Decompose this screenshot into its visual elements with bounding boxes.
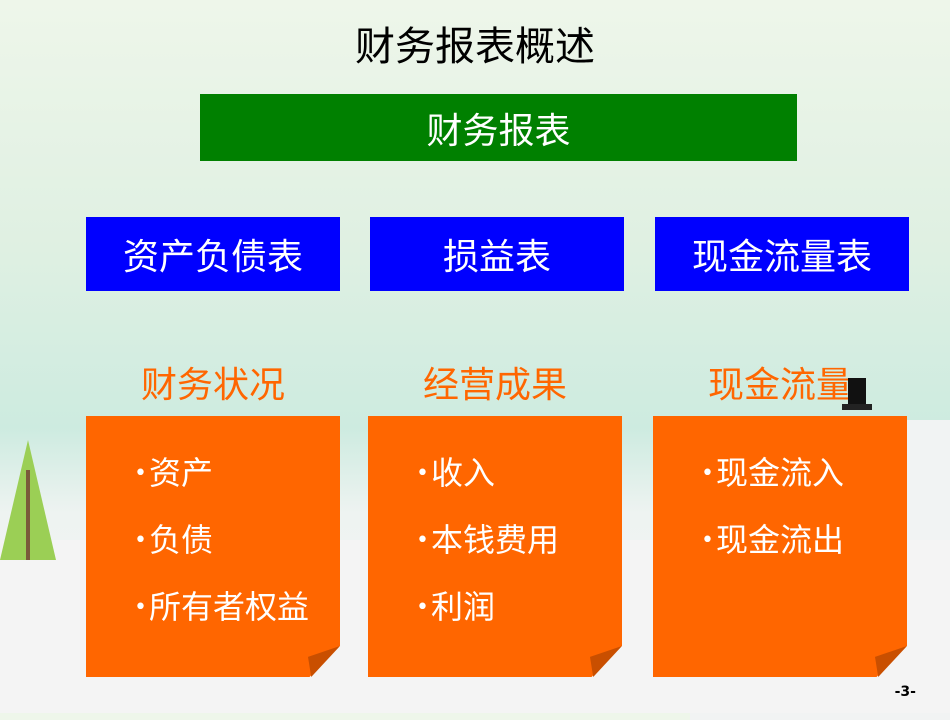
list-item: 负债	[134, 507, 340, 574]
slide-title: 财务报表概述	[355, 24, 595, 70]
statement-label: 损益表	[442, 237, 551, 278]
focus-label: 财务状况	[140, 365, 285, 406]
focus-label: 现金流量	[707, 365, 852, 406]
hat-icon	[848, 378, 866, 408]
items-card: 现金流入 现金流出	[653, 416, 907, 677]
statement-label: 现金流量表	[691, 237, 872, 278]
list-item: 所有者权益	[134, 574, 340, 641]
list-item: 本钱费用	[416, 507, 622, 574]
statement-label: 资产负债表	[122, 237, 303, 278]
statement-box-cash-flow: 现金流量表	[655, 217, 909, 291]
statement-box-balance-sheet: 资产负债表	[86, 217, 340, 291]
list-item: 现金流出	[701, 507, 907, 574]
root-box: 财务报表	[200, 94, 797, 161]
page-number: -3-	[894, 684, 916, 700]
items-card: 资产 负债 所有者权益	[86, 416, 340, 677]
items-card: 收入 本钱费用 利润	[368, 416, 622, 677]
hat-brim	[842, 404, 872, 410]
list-item: 利润	[416, 574, 622, 641]
list-item: 收入	[416, 440, 622, 507]
focus-label: 经营成果	[422, 365, 567, 406]
tree-trunk	[26, 470, 30, 560]
list-item: 现金流入	[701, 440, 907, 507]
root-label: 财务报表	[426, 110, 571, 152]
statement-box-income: 损益表	[370, 217, 624, 291]
list-item: 资产	[134, 440, 340, 507]
